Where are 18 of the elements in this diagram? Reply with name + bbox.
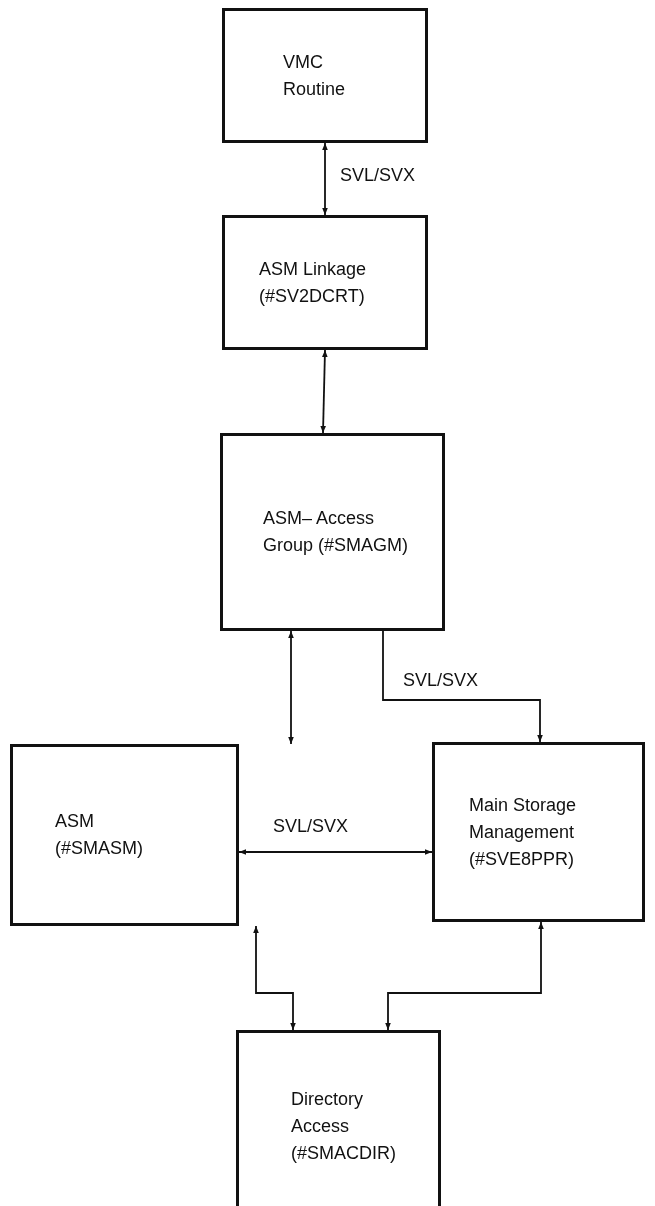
arrow — [238, 849, 433, 855]
process-box — [220, 433, 445, 631]
box-label: ASM (#SMASM) — [55, 810, 144, 860]
arrow — [382, 630, 543, 743]
box-label: VMC Routine — [283, 50, 347, 101]
arrow — [253, 925, 296, 1031]
box-label: ASM– Access Group (#SMAGM) — [263, 507, 410, 557]
process-box — [236, 1030, 441, 1206]
box-label: Main Storage Management (#SVE8PPR) — [469, 793, 578, 871]
process-box — [222, 8, 428, 143]
arrow — [288, 630, 294, 745]
process-box — [432, 742, 645, 922]
arrow — [385, 921, 544, 1031]
arrow — [322, 142, 328, 216]
process-box — [222, 215, 428, 350]
box-label: ASM Linkage (#SV2DCRT) — [259, 257, 368, 308]
arrow — [320, 349, 328, 434]
process-box — [10, 744, 239, 926]
